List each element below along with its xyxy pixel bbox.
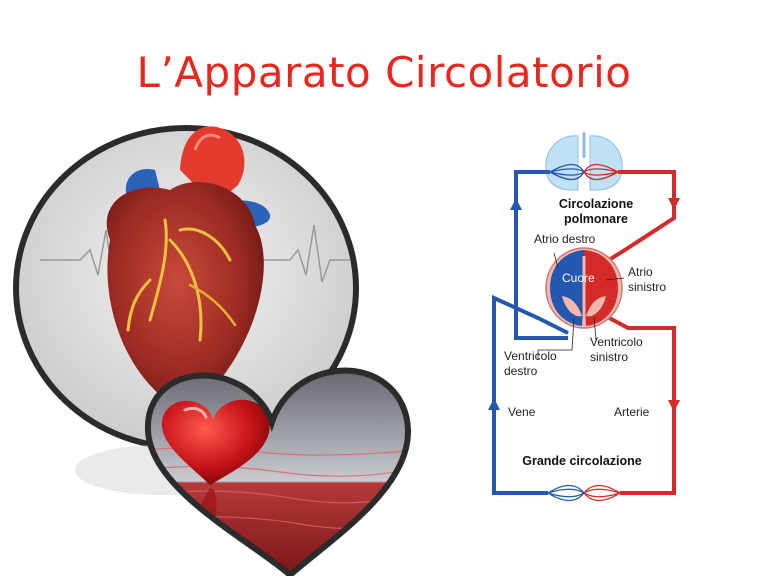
systemic-circulation-label: Grande circolazione (522, 454, 642, 468)
pulmonary-circulation-label-1: Circolazione (559, 197, 633, 211)
pulmonary-circulation-label-2: polmonare (564, 212, 628, 226)
left-ventricle-label-1: Ventricolo (590, 335, 643, 349)
pulmonary-capillaries (549, 163, 619, 181)
heart-chambers (545, 247, 623, 329)
right-atrium-label: Atrio destro (534, 232, 596, 246)
slide-title: L’Apparato Circolatorio (136, 48, 632, 97)
lungs-icon (545, 132, 623, 191)
heart-label: Cuore (562, 271, 595, 285)
veins-label: Vene (508, 405, 536, 419)
left-atrium-label-2: sinistro (628, 280, 666, 294)
heart-illustrations (13, 125, 412, 576)
left-ventricle-label-2: sinistro (590, 350, 628, 364)
systemic-capillaries (547, 484, 621, 502)
circulation-diagram: Circolazione polmonare Atrio destro Cuor… (488, 132, 680, 502)
arteries-label: Arterie (614, 405, 650, 419)
right-ventricle-label-1: Ventricolo (504, 349, 557, 363)
anatomical-heart-photo (13, 125, 359, 451)
right-ventricle-label-2: destro (504, 364, 538, 378)
left-atrium-label-1: Atrio (628, 265, 653, 279)
